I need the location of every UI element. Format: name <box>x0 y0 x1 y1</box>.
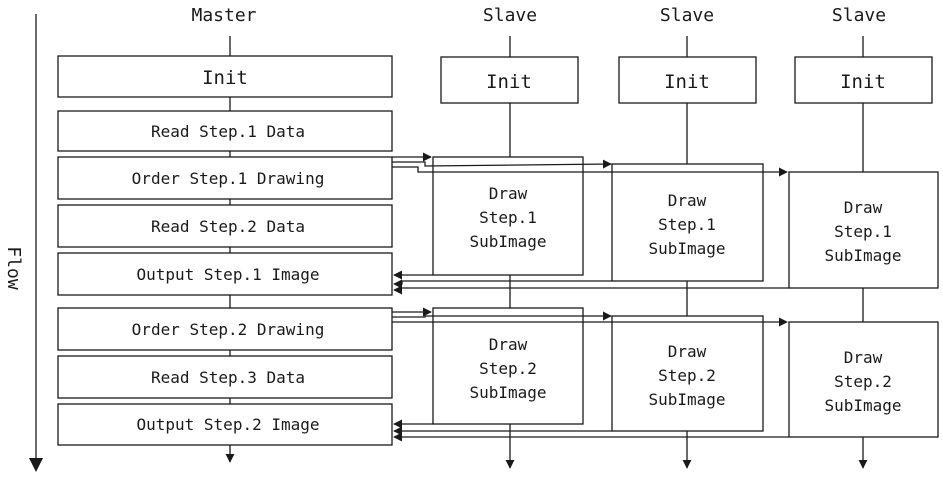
master-step-label: Read Step.2 Data <box>151 217 305 236</box>
master-step-output-1: Output Step.1 Image <box>57 252 393 296</box>
task-label-line: SubImage <box>648 390 725 409</box>
task-label-line: Draw <box>668 342 707 361</box>
task-label-line: Step.2 <box>834 372 892 391</box>
slave-3-header: Slave <box>832 5 886 26</box>
task-label-line: SubImage <box>648 239 725 258</box>
task-label-line: Draw <box>844 348 883 367</box>
master-step-order-1: Order Step.1 Drawing <box>57 156 393 200</box>
master-step-label: Init <box>202 67 248 89</box>
master-step-init: Init <box>57 55 393 98</box>
task-label-line: Step.2 <box>479 359 537 378</box>
slave-3-draw-step-2: Draw Step.2 SubImage <box>788 321 939 438</box>
slave-init-label: Init <box>840 71 886 93</box>
master-step-output-2: Output Step.2 Image <box>57 403 393 446</box>
task-label-line: Step.2 <box>658 366 716 385</box>
master-step-order-2: Order Step.2 Drawing <box>57 307 393 351</box>
master-step-label: Order Step.1 Drawing <box>132 169 325 188</box>
task-label-line: SubImage <box>469 383 546 402</box>
master-step-label: Output Step.1 Image <box>136 265 319 284</box>
slave-2-header: Slave <box>660 5 714 26</box>
master-step-label: Read Step.3 Data <box>151 368 305 387</box>
master-header: Master <box>191 5 256 26</box>
master-step-label: Output Step.2 Image <box>136 415 319 434</box>
slave-init-label: Init <box>486 71 532 93</box>
slave-2-init: Init <box>618 56 757 104</box>
task-label-line: SubImage <box>824 246 901 265</box>
task-label-line: Draw <box>844 198 883 217</box>
slave-3-init: Init <box>794 56 933 104</box>
task-label-line: Draw <box>668 191 707 210</box>
slave-1-init: Init <box>440 56 579 104</box>
master-step-label: Order Step.2 Drawing <box>132 320 325 339</box>
output-step-1-arrows <box>393 270 789 295</box>
output-step-2-arrows <box>393 419 789 442</box>
master-step-read-1: Read Step.1 Data <box>57 110 393 152</box>
slave-2-draw-step-2: Draw Step.2 SubImage <box>611 315 764 432</box>
slave-1-header: Slave <box>483 5 537 26</box>
task-label-line: Step.1 <box>479 208 537 227</box>
slave-1-draw-step-2: Draw Step.2 SubImage <box>432 307 584 425</box>
task-label-line: Draw <box>489 184 528 203</box>
slave-3-draw-step-1: Draw Step.1 SubImage <box>788 171 939 289</box>
order-step-2-arrows <box>392 307 788 327</box>
master-step-label: Read Step.1 Data <box>151 122 305 141</box>
master-step-read-2: Read Step.2 Data <box>57 204 393 248</box>
flow-arrow-head-icon <box>29 458 43 472</box>
task-label-line: SubImage <box>824 396 901 415</box>
order-step-1-arrows <box>392 152 788 177</box>
task-label-line: Step.1 <box>834 222 892 241</box>
slave-init-label: Init <box>664 71 710 93</box>
task-label-line: Draw <box>489 335 528 354</box>
task-label-line: Step.1 <box>658 215 716 234</box>
master-step-read-3: Read Step.3 Data <box>57 355 393 399</box>
slave-1-draw-step-1: Draw Step.1 SubImage <box>432 156 584 276</box>
flow-label: Flow <box>3 246 24 290</box>
task-label-line: SubImage <box>469 232 546 251</box>
slave-2-draw-step-1: Draw Step.1 SubImage <box>611 163 764 282</box>
